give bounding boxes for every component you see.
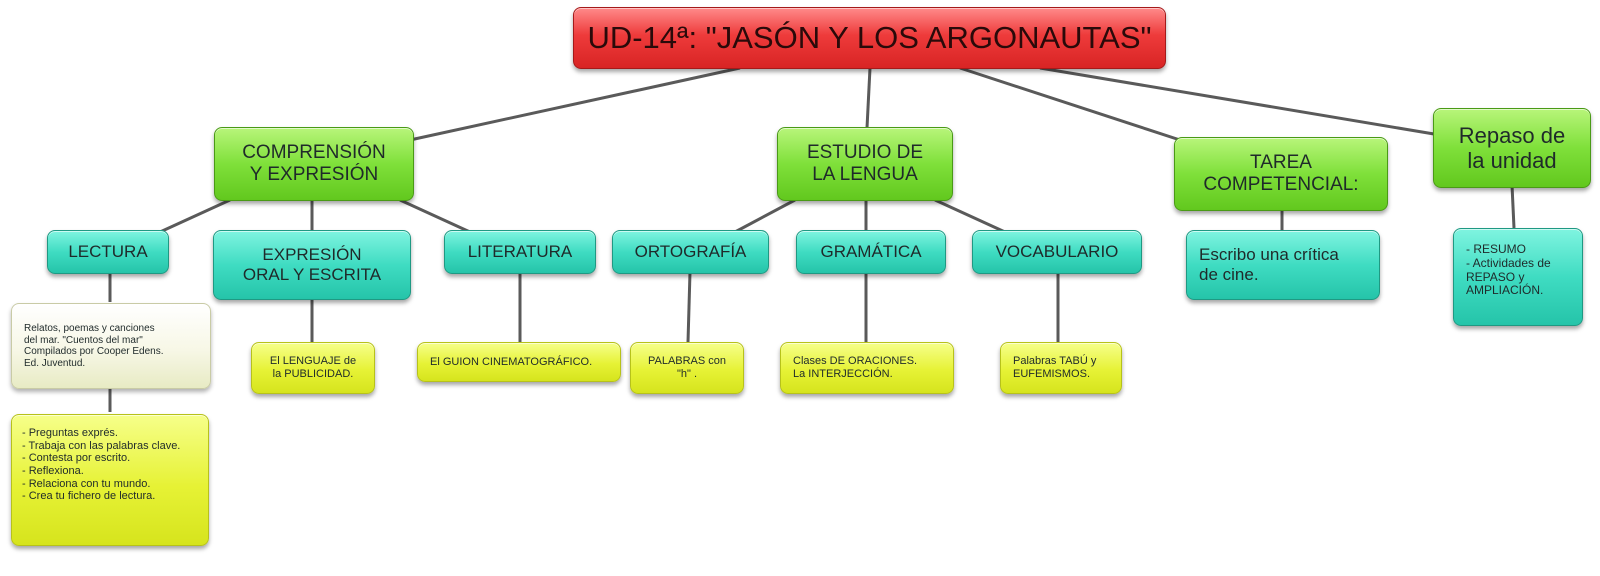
note-publicidad-text: El LENGUAJE de la PUBLICIDAD. <box>269 355 357 380</box>
subtopic-resumo[interactable]: - RESUMO - Actividades de REPASO y AMPLI… <box>1453 228 1583 326</box>
subtopic-lectura-label: LECTURA <box>68 242 148 262</box>
note-palabras-h-text: PALABRAS con "h" . <box>647 355 727 380</box>
subtopic-critica-label: Escribo una crítica de cine. <box>1199 245 1339 284</box>
branch-repaso-label: Repaso de la unidad <box>1458 122 1566 173</box>
root-title-text: UD-14ª: "JASÓN Y LOS ARGONAUTAS" <box>587 20 1152 56</box>
subtopic-gramatica-label: GRAMÁTICA <box>820 242 922 262</box>
note-actividades-lectura[interactable]: - Preguntas exprés. - Trabaja con las pa… <box>11 414 209 546</box>
subtopic-resumo-label: - RESUMO - Actividades de REPASO y AMPLI… <box>1466 242 1551 298</box>
subtopic-critica[interactable]: Escribo una crítica de cine. <box>1186 230 1380 300</box>
subtopic-expresion[interactable]: EXPRESIÓN ORAL Y ESCRITA <box>213 230 411 300</box>
subtopic-ortografia[interactable]: ORTOGRAFÍA <box>612 230 769 274</box>
note-actividades-lectura-text: - Preguntas exprés. - Trabaja con las pa… <box>22 427 181 503</box>
subtopic-ortografia-label: ORTOGRAFÍA <box>634 242 747 262</box>
note-guion-text: El GUION CINEMATOGRÁFICO. <box>430 355 593 368</box>
branch-comprension-label: COMPRENSIÓN Y EXPRESIÓN <box>242 142 386 185</box>
subtopic-expresion-label: EXPRESIÓN ORAL Y ESCRITA <box>242 245 382 284</box>
note-guion[interactable]: El GUION CINEMATOGRÁFICO. <box>417 342 621 382</box>
subtopic-literatura[interactable]: LITERATURA <box>444 230 596 274</box>
branch-estudio-label: ESTUDIO DE LA LENGUA <box>806 142 924 185</box>
note-oraciones[interactable]: Clases DE ORACIONES. La INTERJECCIÓN. <box>780 342 954 394</box>
note-oraciones-text: Clases DE ORACIONES. La INTERJECCIÓN. <box>793 355 918 380</box>
branch-repaso[interactable]: Repaso de la unidad <box>1433 108 1591 188</box>
branch-comprension[interactable]: COMPRENSIÓN Y EXPRESIÓN <box>214 127 414 201</box>
branch-tarea[interactable]: TAREA COMPETENCIAL: <box>1174 137 1388 211</box>
subtopic-lectura[interactable]: LECTURA <box>47 230 169 274</box>
branch-tarea-label: TAREA COMPETENCIAL: <box>1203 152 1359 195</box>
note-tabu[interactable]: Palabras TABÚ y EUFEMISMOS. <box>1000 342 1122 394</box>
subtopic-gramatica[interactable]: GRAMÁTICA <box>796 230 946 274</box>
note-tabu-text: Palabras TABÚ y EUFEMISMOS. <box>1013 355 1097 380</box>
subtopic-vocabulario[interactable]: VOCABULARIO <box>972 230 1142 274</box>
branch-estudio[interactable]: ESTUDIO DE LA LENGUA <box>777 127 953 201</box>
note-publicidad[interactable]: El LENGUAJE de la PUBLICIDAD. <box>251 342 375 394</box>
note-relatos[interactable]: Relatos, poemas y canciones del mar. "Cu… <box>11 303 211 389</box>
subtopic-literatura-label: LITERATURA <box>467 242 573 262</box>
note-palabras-h[interactable]: PALABRAS con "h" . <box>630 342 744 394</box>
subtopic-vocabulario-label: VOCABULARIO <box>995 242 1119 262</box>
root-title[interactable]: UD-14ª: "JASÓN Y LOS ARGONAUTAS" <box>573 7 1166 69</box>
note-relatos-text: Relatos, poemas y canciones del mar. "Cu… <box>24 323 164 369</box>
